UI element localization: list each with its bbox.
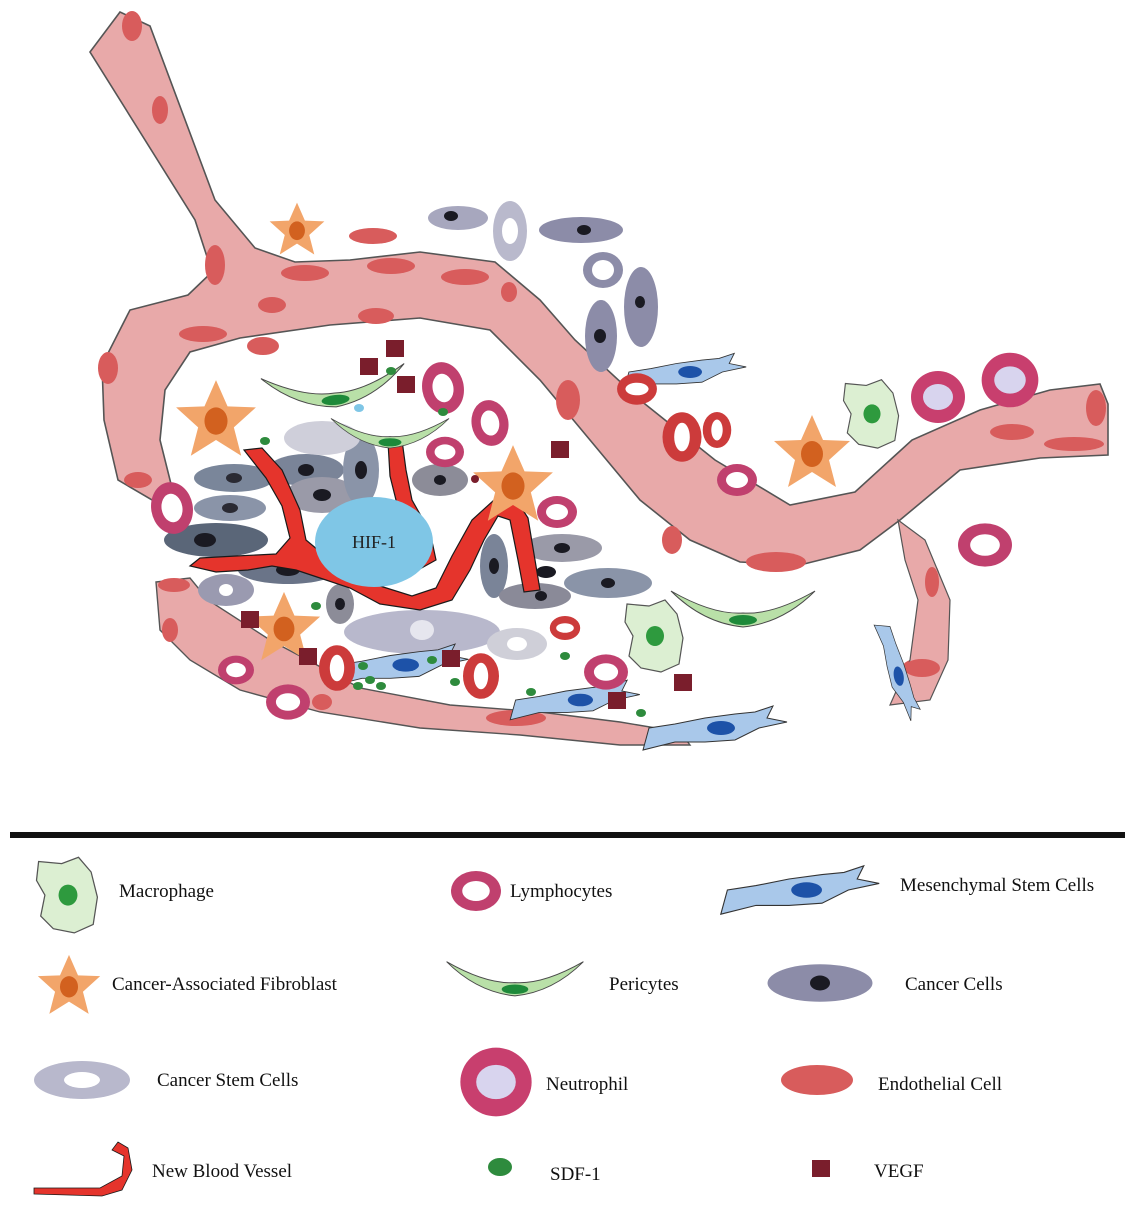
legend-label-new-blood-vessel: New Blood Vessel [152, 1161, 292, 1182]
legend-item-lymphocytes: Lymphocytes [451, 871, 612, 911]
legend-item-sdf-1: SDF-1 [488, 1158, 601, 1185]
macrophage-icon [37, 857, 98, 933]
vegf-icon [812, 1160, 830, 1177]
mesenchymal-stem-cell-icon [721, 866, 879, 914]
hif-1-node: HIF-1 [315, 497, 433, 587]
legend: Macrophage Lymphocytes Mesenchymal Stem … [34, 857, 1094, 1196]
lymphocyte-icon [451, 871, 501, 911]
sdf-1-icon [488, 1158, 512, 1176]
legend-item-mesenchymal-stem-cells: Mesenchymal Stem Cells [721, 866, 1094, 914]
legend-item-cancer-stem-cells: Cancer Stem Cells [34, 1061, 298, 1099]
cancer-stem-cell-icon [34, 1061, 130, 1099]
legend-label-macrophage: Macrophage [119, 881, 214, 902]
legend-item-vegf: VEGF [812, 1160, 924, 1182]
new-blood-vessel-icon [34, 1142, 132, 1196]
legend-label-mesenchymal-stem-cells: Mesenchymal Stem Cells [900, 875, 1094, 896]
legend-item-endothelial-cell: Endothelial Cell [781, 1065, 1002, 1095]
cancer-cell-icon [768, 964, 873, 1002]
legend-item-neutrophil: Neutrophil [460, 1048, 628, 1117]
legend-label-pericytes: Pericytes [609, 974, 679, 995]
hif-1-label: HIF-1 [352, 532, 396, 552]
neutrophil-icon [460, 1048, 531, 1117]
legend-item-caf: Cancer-Associated Fibroblast [38, 955, 338, 1014]
legend-label-cancer-cells: Cancer Cells [905, 974, 1003, 995]
legend-label-cancer-stem-cells: Cancer Stem Cells [157, 1070, 298, 1091]
legend-label-caf: Cancer-Associated Fibroblast [112, 974, 338, 995]
legend-item-cancer-cells: Cancer Cells [768, 964, 1003, 1002]
legend-divider [10, 832, 1125, 838]
legend-item-pericytes: Pericytes [447, 962, 679, 996]
fibroblast-star-icon [38, 955, 100, 1014]
legend-label-endothelial-cell: Endothelial Cell [878, 1074, 1002, 1095]
legend-label-sdf-1: SDF-1 [550, 1164, 601, 1185]
legend-label-vegf: VEGF [874, 1161, 924, 1182]
legend-label-lymphocytes: Lymphocytes [510, 881, 612, 902]
legend-item-new-blood-vessel: New Blood Vessel [34, 1142, 292, 1196]
microenvironment-illustration: HIF-1 [90, 11, 1108, 750]
legend-item-macrophage: Macrophage [37, 857, 214, 933]
endothelial-cell-icon [781, 1065, 853, 1095]
pericyte-icon [447, 962, 584, 996]
legend-label-neutrophil: Neutrophil [546, 1074, 628, 1095]
